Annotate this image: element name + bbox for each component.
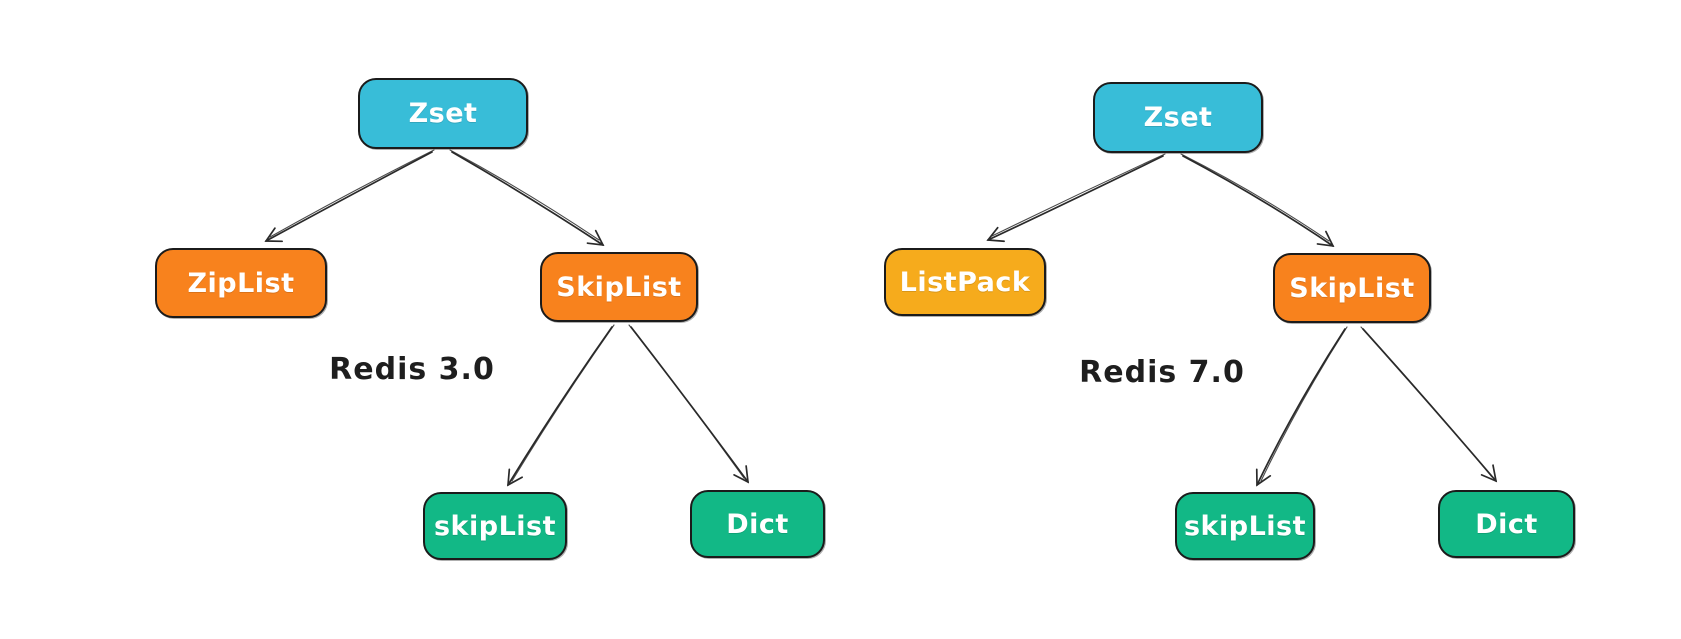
node-label: Zset <box>1143 102 1213 133</box>
node-zset-redis3: Zset <box>358 78 528 149</box>
node-skiplist-redis3: SkipList <box>540 252 698 322</box>
node-label: Zset <box>408 98 478 129</box>
arrow-skiplist-skiplist-struct <box>507 324 615 487</box>
node-skiplist-struct-redis7: skipList <box>1175 492 1315 560</box>
node-skiplist-redis7: SkipList <box>1273 253 1431 323</box>
node-listpack-redis7: ListPack <box>884 248 1046 316</box>
arrow-zset-skiplist <box>449 149 605 247</box>
node-label: Dict <box>1475 508 1538 540</box>
arrow-skiplist-skiplist-struct <box>1255 326 1348 487</box>
node-label: ZipList <box>187 267 295 299</box>
node-zset-redis7: Zset <box>1093 82 1263 153</box>
node-ziplist-redis3: ZipList <box>155 248 327 318</box>
arrow-zset-listpack <box>986 153 1166 243</box>
node-label: skipList <box>433 510 557 542</box>
node-label: ListPack <box>899 266 1031 298</box>
node-skiplist-struct-redis3: skipList <box>423 492 567 560</box>
node-label: Dict <box>726 508 789 540</box>
node-label: SkipList <box>556 271 682 303</box>
node-dict-redis3: Dict <box>690 490 825 558</box>
caption-redis-7-0: Redis 7.0 <box>1079 355 1245 390</box>
caption-redis-3-0: Redis 3.0 <box>329 352 495 387</box>
arrow-skiplist-dict <box>1360 326 1498 483</box>
node-label: SkipList <box>1289 272 1415 304</box>
arrow-zset-skiplist <box>1180 153 1335 248</box>
arrow-skiplist-dict <box>628 324 750 484</box>
arrow-zset-ziplist <box>264 149 435 243</box>
node-label: skipList <box>1183 510 1307 542</box>
node-dict-redis7: Dict <box>1438 490 1575 558</box>
